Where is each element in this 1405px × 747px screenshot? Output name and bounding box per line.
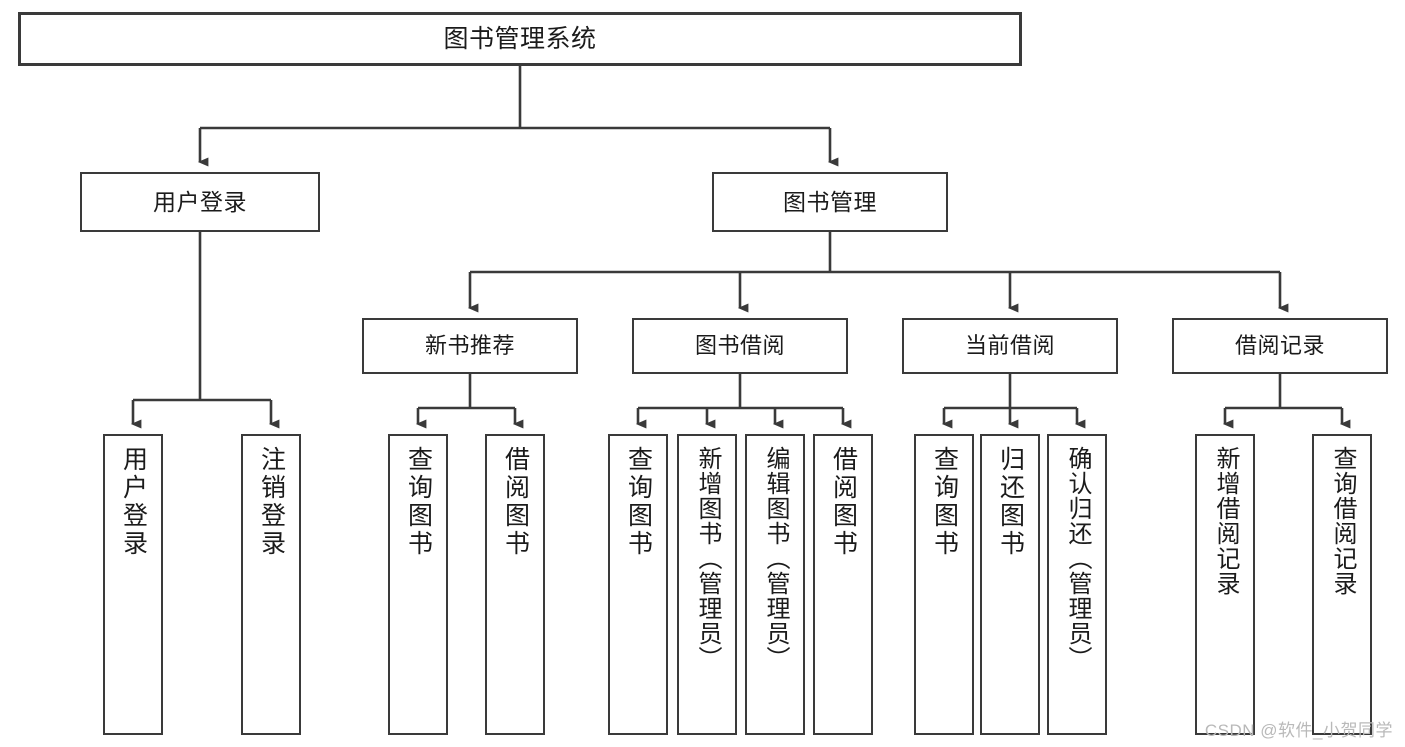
leaf-edit-book-admin[interactable]: 编辑图书（管理员）: [745, 434, 805, 735]
node-borrow-record-label: 借阅记录: [1234, 333, 1325, 359]
leaf-add-book-admin[interactable]: 新增图书（管理员）: [677, 434, 737, 735]
node-user-login-label: 用户登录: [153, 188, 247, 215]
leaf-query-book-newbook-label: 查询图书: [404, 446, 433, 558]
leaf-query-book-current[interactable]: 查询图书: [914, 434, 974, 735]
leaf-query-book-current-label: 查询图书: [930, 446, 959, 558]
leaf-confirm-return-admin[interactable]: 确认归还（管理员）: [1047, 434, 1107, 735]
node-root-system-label: 图书管理系统: [443, 24, 597, 53]
leaf-edit-book-admin-label: 编辑图书（管理员）: [762, 446, 789, 671]
leaf-borrow-book-newbook-label: 借阅图书: [501, 446, 530, 558]
node-borrow-record[interactable]: 借阅记录: [1172, 318, 1388, 374]
leaf-borrow-book[interactable]: 借阅图书: [813, 434, 873, 735]
leaf-add-borrow-record[interactable]: 新增借阅记录: [1195, 434, 1255, 735]
leaf-confirm-return-admin-label: 确认归还（管理员）: [1064, 446, 1091, 671]
leaf-query-borrow-record[interactable]: 查询借阅记录: [1312, 434, 1372, 735]
node-current-borrow[interactable]: 当前借阅: [902, 318, 1118, 374]
leaf-add-book-admin-label: 新增图书（管理员）: [694, 446, 721, 671]
leaf-borrow-book-label: 借阅图书: [829, 446, 858, 558]
node-root-system[interactable]: 图书管理系统: [18, 12, 1022, 66]
leaf-user-login-label: 用户登录: [119, 446, 148, 558]
leaf-query-book-newbook[interactable]: 查询图书: [388, 434, 448, 735]
leaf-return-book-label: 归还图书: [996, 446, 1025, 558]
node-current-borrow-label: 当前借阅: [964, 333, 1055, 359]
csdn-watermark: CSDN @软件_小贺同学: [1204, 721, 1393, 740]
node-book-manage-label: 图书管理: [783, 188, 877, 215]
node-new-book-recommend-label: 新书推荐: [424, 333, 515, 359]
node-book-borrow[interactable]: 图书借阅: [632, 318, 848, 374]
leaf-user-login[interactable]: 用户登录: [103, 434, 163, 735]
leaf-query-borrow-record-label: 查询借阅记录: [1329, 446, 1356, 596]
leaf-logout[interactable]: 注销登录: [241, 434, 301, 735]
node-book-borrow-label: 图书借阅: [694, 333, 785, 359]
leaf-borrow-book-newbook[interactable]: 借阅图书: [485, 434, 545, 735]
leaf-logout-label: 注销登录: [257, 446, 286, 558]
node-book-manage[interactable]: 图书管理: [712, 172, 948, 232]
leaf-query-book-borrow[interactable]: 查询图书: [608, 434, 668, 735]
leaf-query-book-borrow-label: 查询图书: [624, 446, 653, 558]
leaf-add-borrow-record-label: 新增借阅记录: [1212, 446, 1239, 596]
node-user-login[interactable]: 用户登录: [80, 172, 320, 232]
node-new-book-recommend[interactable]: 新书推荐: [362, 318, 578, 374]
leaf-return-book[interactable]: 归还图书: [980, 434, 1040, 735]
